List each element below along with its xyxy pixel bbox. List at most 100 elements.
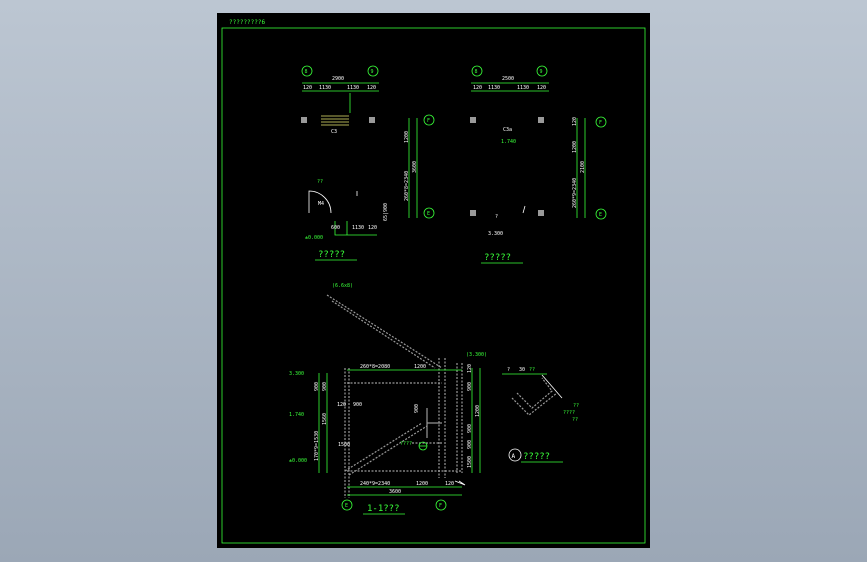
dim-value: 120 — [467, 364, 473, 373]
axis-bubble — [301, 65, 313, 77]
dim-value: 120 — [572, 117, 578, 126]
dim-value: 900 — [353, 402, 362, 408]
axis-label: F — [599, 120, 602, 126]
detail-note: ?? — [572, 417, 578, 423]
axis-label: 8 — [475, 69, 478, 75]
dim-value: 30 — [519, 367, 525, 373]
plan-left: 8 9 2900 120 1130 1130 120 C3 1200 3600 … — [301, 65, 435, 261]
axis-label: E — [345, 503, 348, 509]
plan-caption: ????? — [318, 250, 345, 260]
section-caption: 1-1??? — [367, 504, 400, 514]
dim-value: ? — [507, 367, 510, 373]
dim-value: 65|900 — [383, 203, 389, 221]
dim-value: 1130 — [517, 85, 529, 91]
mid-label: ???? — [400, 441, 412, 447]
dim-value: 260*8=2340 — [404, 171, 410, 201]
column — [538, 210, 544, 216]
dim-value: 1200 — [475, 405, 481, 417]
axis-bubble — [367, 65, 379, 77]
axis-bubble — [536, 65, 548, 77]
dim-value: 1200 — [416, 481, 428, 487]
axis-bubble — [595, 116, 607, 128]
misc-label: ?? — [317, 179, 323, 185]
axis-bubble — [423, 207, 435, 219]
dim-value: 3600 — [412, 161, 418, 173]
detail-note: ???? — [563, 410, 575, 416]
drawing-frame — [221, 27, 646, 544]
dim-value: 900 — [414, 404, 420, 413]
dim-value: 1130 — [319, 85, 331, 91]
level-mark: 1.740 — [289, 412, 304, 418]
detail-note: ?? — [573, 403, 579, 409]
axis-label: F — [427, 118, 430, 124]
misc-label: ? — [495, 214, 498, 220]
dim-value: 120 — [367, 85, 376, 91]
sheet-title: ?????????6 — [229, 19, 266, 26]
dim-value: 2100 — [580, 161, 586, 173]
dim-total: 3600 — [389, 489, 401, 495]
door-swing — [308, 190, 332, 214]
dim-value: 1560 — [322, 413, 328, 425]
column — [301, 117, 307, 123]
dim-value: 120 — [337, 402, 346, 408]
dim-value: 1130 — [488, 85, 500, 91]
detail-bubble — [508, 448, 522, 462]
detail-a: ? 30 ?? ?? ???? ?? A ????? — [502, 367, 579, 463]
dim-value: 1200 — [572, 141, 578, 153]
column — [538, 117, 544, 123]
column — [470, 210, 476, 216]
axis-bubble — [423, 114, 435, 126]
axis-label: 9 — [540, 69, 543, 75]
axis-label: E — [599, 212, 602, 218]
dim-value: 1200 — [414, 364, 426, 370]
dim-value: 170*9=1530 — [314, 431, 320, 461]
level-mark: 3.300 — [289, 371, 304, 377]
dim-value: 1130 — [352, 225, 364, 231]
dim-value: 900 — [467, 424, 473, 433]
stair-label: C3 — [331, 129, 337, 135]
level-mark: ±0.000 — [289, 458, 307, 464]
top-level: (3.300) — [466, 352, 487, 358]
dim-value: 900 — [467, 440, 473, 449]
dim-value: 120 — [368, 225, 377, 231]
cad-drawing: ?????????6 8 9 2900 120 1130 1130 120 C3… — [221, 19, 646, 544]
roof-level: (6.6x8) — [332, 283, 353, 289]
dim-total: 2900 — [332, 76, 344, 82]
dim-total: 2500 — [502, 76, 514, 82]
level-mark: 1.740 — [501, 139, 516, 145]
level-mark: 3.300 — [488, 231, 503, 237]
axis-bubble — [341, 499, 353, 511]
dim-value: 1130 — [347, 85, 359, 91]
dim-value: 900 — [467, 382, 473, 391]
dim-value: 120 — [473, 85, 482, 91]
axis-label: E — [427, 211, 430, 217]
dim-value: 900 — [322, 382, 328, 391]
dim-value: 900 — [314, 382, 320, 391]
plan-right: 8 9 2500 120 1130 1130 120 C3a 1.740 120… — [470, 65, 607, 264]
axis-bubble — [595, 208, 607, 220]
axis-bubble — [471, 65, 483, 77]
dim-value: 120 — [303, 85, 312, 91]
dim-value: 240*9=2340 — [360, 481, 390, 487]
detail-caption: ????? — [523, 452, 550, 462]
dim-value: 260*8=2080 — [360, 364, 390, 370]
axis-label: F — [439, 503, 442, 509]
door-mark: M4 — [318, 201, 324, 207]
column — [470, 117, 476, 123]
axis-label: 9 — [371, 69, 374, 75]
dim-value: ?? — [529, 367, 535, 373]
axis-label: 8 — [305, 69, 308, 75]
axis-bubble — [435, 499, 447, 511]
detail-bubble-label: A — [512, 453, 516, 460]
dim-value: 1500 — [338, 442, 350, 448]
drawing-sheet: ?????????6 8 9 2900 120 1130 1130 120 C3… — [217, 13, 650, 548]
dim-value: 1200 — [404, 131, 410, 143]
dim-value: 120 — [445, 481, 454, 487]
column — [369, 117, 375, 123]
dim-value: 120 — [537, 85, 546, 91]
level-mark: ±0.000 — [305, 235, 323, 241]
dim-value: 260*9=2340 — [572, 178, 578, 208]
plan-caption: ????? — [484, 253, 511, 263]
dim-value: 600 — [331, 225, 340, 231]
dim-value: 1500 — [467, 456, 473, 468]
